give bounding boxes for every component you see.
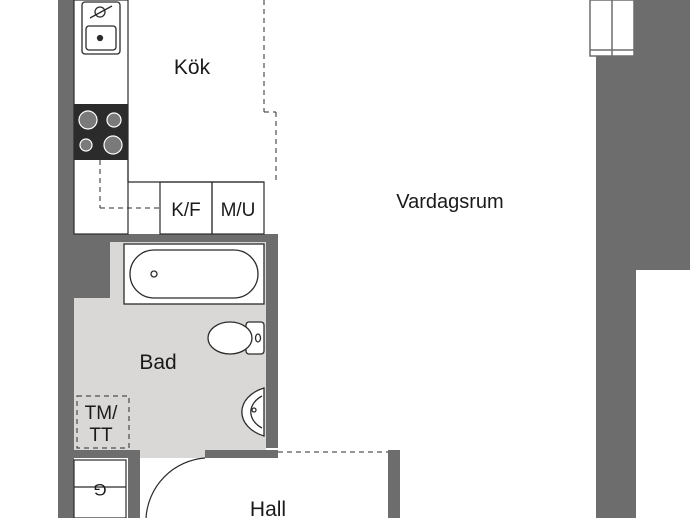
dashed-lines <box>76 0 388 453</box>
room-label-bathroom: Bad <box>139 351 176 374</box>
bathtub <box>123 243 265 305</box>
stove <box>74 104 128 160</box>
right-outer-wall-upper <box>632 0 690 270</box>
washer-dryer-label-line2: TT <box>89 425 113 446</box>
microwave-oven-label: M/U <box>221 200 256 221</box>
room-label-living-room: Vardagsrum <box>396 191 503 213</box>
hall-left-wall <box>128 458 140 518</box>
toilet <box>207 321 265 355</box>
hall-right-wall <box>388 450 400 518</box>
wardrobe-symbol: G <box>93 480 106 499</box>
washer-dryer-label-line1: TM/ <box>85 403 118 424</box>
bath-bottom-wall-2 <box>205 450 278 458</box>
bathroom-door <box>145 457 206 518</box>
bath-right-wall-low <box>266 436 278 448</box>
room-label-kitchen: Kök <box>174 56 211 79</box>
sink <box>81 1 121 55</box>
left-outer-wall <box>58 0 74 518</box>
appliance-cells <box>159 181 265 235</box>
walls <box>58 0 690 518</box>
room-label-hall: Hall <box>250 498 286 518</box>
bath-right-wall <box>266 242 278 436</box>
right-outer-wall-lower <box>596 56 636 518</box>
bath-bottom-wall <box>74 450 140 458</box>
washbasin <box>241 387 265 437</box>
kitchen-bath-wall <box>74 234 278 242</box>
bath-wall-notch <box>74 242 110 298</box>
wardrobe <box>73 459 127 518</box>
window-top-right <box>589 0 635 57</box>
fridge-freezer-label: K/F <box>171 200 201 221</box>
